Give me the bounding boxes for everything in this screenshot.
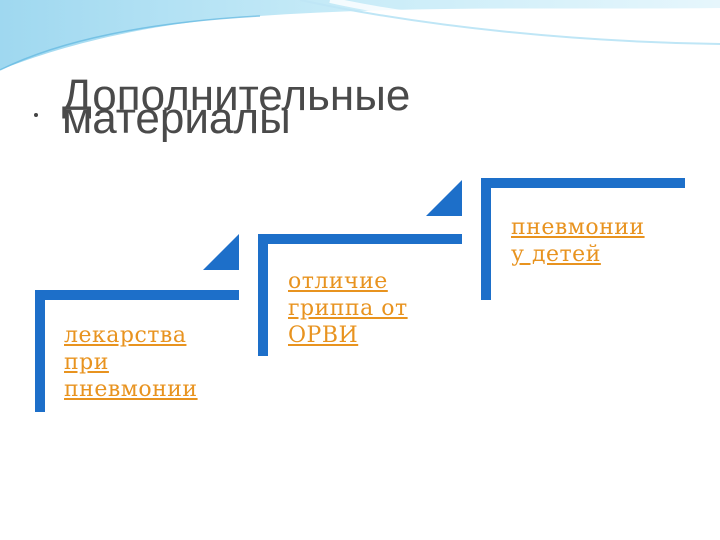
link-3-line-2: у детей	[511, 241, 645, 268]
page-title-line-2: материалы	[62, 97, 622, 141]
link-pneumonia-medicines[interactable]: лекарства при пневмонии	[64, 322, 198, 403]
link-pneumonia-in-children[interactable]: пневмонии у детей	[511, 214, 645, 268]
step-1-left-bar	[35, 290, 45, 412]
step-1-top-bar	[35, 290, 239, 300]
link-2-line-1: отличие	[288, 268, 408, 295]
step-3-left-bar	[481, 178, 491, 300]
link-2-line-3: ОРВИ	[288, 322, 408, 349]
link-3-line-1: пневмонии	[511, 214, 645, 241]
link-flu-vs-arvi[interactable]: отличие гриппа от ОРВИ	[288, 268, 408, 349]
step-2-top-bar	[258, 234, 462, 244]
link-1-line-1: лекарства	[64, 322, 198, 349]
link-2-line-2: гриппа от	[288, 295, 408, 322]
step-2-corner-triangle	[426, 180, 462, 216]
link-1-line-3: пневмонии	[64, 376, 198, 403]
link-1-line-2: при	[64, 349, 198, 376]
bullet-dot	[34, 113, 38, 117]
step-1-corner-triangle	[203, 234, 239, 270]
step-2-left-bar	[258, 234, 268, 356]
step-3-top-bar	[481, 178, 685, 188]
